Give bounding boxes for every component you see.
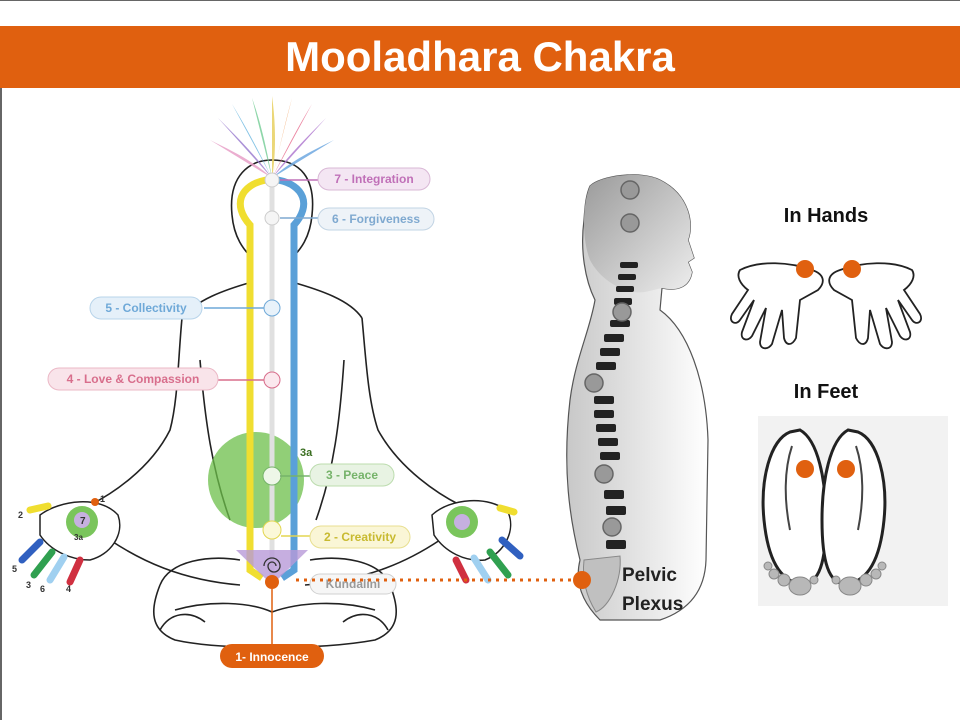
left-channel xyxy=(236,176,267,581)
svg-text:1: 1 xyxy=(100,494,105,504)
svg-text:7: 7 xyxy=(80,516,86,527)
chakra-label-2: 2 - Creativity xyxy=(309,525,411,549)
kundalini-spiral-icon xyxy=(263,557,281,573)
right-channel xyxy=(277,176,308,581)
chakra-3-point xyxy=(262,466,282,486)
chakra-label-3: 3 - Peace xyxy=(309,463,395,487)
svg-text:Kundalini: Kundalini xyxy=(326,577,381,591)
label-3a: 3a xyxy=(300,447,313,459)
chakra-4-point xyxy=(263,371,281,389)
mooladhara-point xyxy=(265,575,279,589)
pelvic-label-line2: Plexus xyxy=(622,594,683,615)
chakra-label-1: 1- Innocence xyxy=(220,644,324,668)
svg-text:4: 4 xyxy=(66,584,71,594)
lotus-crown xyxy=(210,96,334,178)
svg-text:3a: 3a xyxy=(74,533,83,542)
right-hand xyxy=(431,500,524,584)
page-title: Mooladhara Chakra xyxy=(285,33,675,80)
title-bar: Mooladhara Chakra xyxy=(0,26,960,88)
svg-text:3: 3 xyxy=(26,580,31,590)
chakra-label-6: 6 - Forgiveness xyxy=(317,207,435,231)
feet-illustration xyxy=(758,416,948,606)
chakra-5-point xyxy=(263,299,281,317)
pelvic-plexus-point xyxy=(573,571,591,589)
hands-illustration xyxy=(730,262,922,350)
svg-text:7 - Integration: 7 - Integration xyxy=(334,172,413,186)
in-hands-label: In Hands xyxy=(784,205,868,227)
foot-left-point xyxy=(796,460,814,478)
svg-text:6: 6 xyxy=(40,584,45,594)
chakra-6-point xyxy=(264,210,280,226)
chakra-7-point xyxy=(264,172,280,188)
left-hand: 7 1 2 3a 5 3 6 4 xyxy=(12,494,121,594)
hand-left-point xyxy=(796,260,814,278)
in-feet-label: In Feet xyxy=(794,381,859,403)
svg-text:3 - Peace: 3 - Peace xyxy=(326,468,378,482)
svg-text:2 - Creativity: 2 - Creativity xyxy=(324,530,396,544)
foot-right-point xyxy=(837,460,855,478)
pelvic-label-line1: Pelvic xyxy=(622,565,677,586)
spine-profile xyxy=(566,174,709,621)
svg-text:2: 2 xyxy=(18,510,23,520)
chakra-label-5: 5 - Collectivity xyxy=(89,296,203,320)
svg-text:4 - Love & Compassion: 4 - Love & Compassion xyxy=(67,372,200,386)
kundalini-label: Kundalini xyxy=(309,573,397,595)
svg-text:1- Innocence: 1- Innocence xyxy=(235,650,309,664)
svg-text:5 - Collectivity: 5 - Collectivity xyxy=(105,301,187,315)
chakra-label-7: 7 - Integration xyxy=(317,167,431,191)
svg-text:6 - Forgiveness: 6 - Forgiveness xyxy=(332,212,420,226)
hand-right-point xyxy=(843,260,861,278)
chakra-label-4: 4 - Love & Compassion xyxy=(47,367,219,391)
sacrum-triangle xyxy=(236,550,308,585)
void-green-circle xyxy=(208,432,304,528)
svg-text:5: 5 xyxy=(12,564,17,574)
chakra-2-point xyxy=(262,520,282,540)
